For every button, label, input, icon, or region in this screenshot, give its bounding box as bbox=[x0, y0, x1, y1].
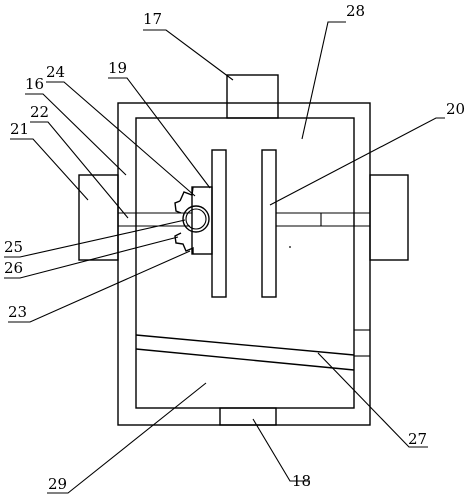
gear-assembly bbox=[174, 186, 210, 254]
inner-chamber bbox=[135, 117, 355, 409]
label-28: 28 bbox=[346, 2, 365, 20]
label-22: 22 bbox=[30, 103, 49, 121]
inclined-plate bbox=[135, 334, 355, 371]
label-18: 18 bbox=[292, 472, 311, 490]
label-23: 23 bbox=[8, 303, 27, 321]
gear-teeth bbox=[174, 186, 194, 254]
left-vertical-plate bbox=[211, 149, 227, 298]
label-17: 17 bbox=[143, 10, 162, 28]
label-19: 19 bbox=[108, 59, 127, 77]
label-16: 16 bbox=[25, 75, 44, 93]
label-27: 27 bbox=[408, 430, 427, 448]
marker-dot bbox=[289, 246, 291, 248]
right-side-block bbox=[369, 174, 409, 261]
bottom-block bbox=[219, 407, 277, 426]
label-21: 21 bbox=[10, 120, 29, 138]
right-vertical-plate bbox=[261, 149, 277, 298]
left-shaft bbox=[118, 212, 192, 227]
housing bbox=[117, 102, 371, 426]
right-shaft bbox=[276, 212, 370, 227]
label-24: 24 bbox=[46, 63, 65, 81]
labels: 17 28 19 24 16 22 21 20 25 26 23 27 29 1… bbox=[4, 2, 465, 493]
label-20: 20 bbox=[446, 100, 465, 118]
gear-hub-inner bbox=[185, 208, 207, 230]
left-side-block bbox=[78, 174, 119, 261]
gear-hub bbox=[182, 205, 210, 233]
label-25: 25 bbox=[4, 238, 23, 256]
rack-holder bbox=[191, 186, 213, 255]
outer-housing-wall bbox=[117, 102, 371, 426]
top-block bbox=[226, 74, 279, 119]
label-29: 29 bbox=[48, 475, 67, 493]
label-26: 26 bbox=[4, 259, 23, 277]
leader-lines bbox=[4, 21, 445, 494]
